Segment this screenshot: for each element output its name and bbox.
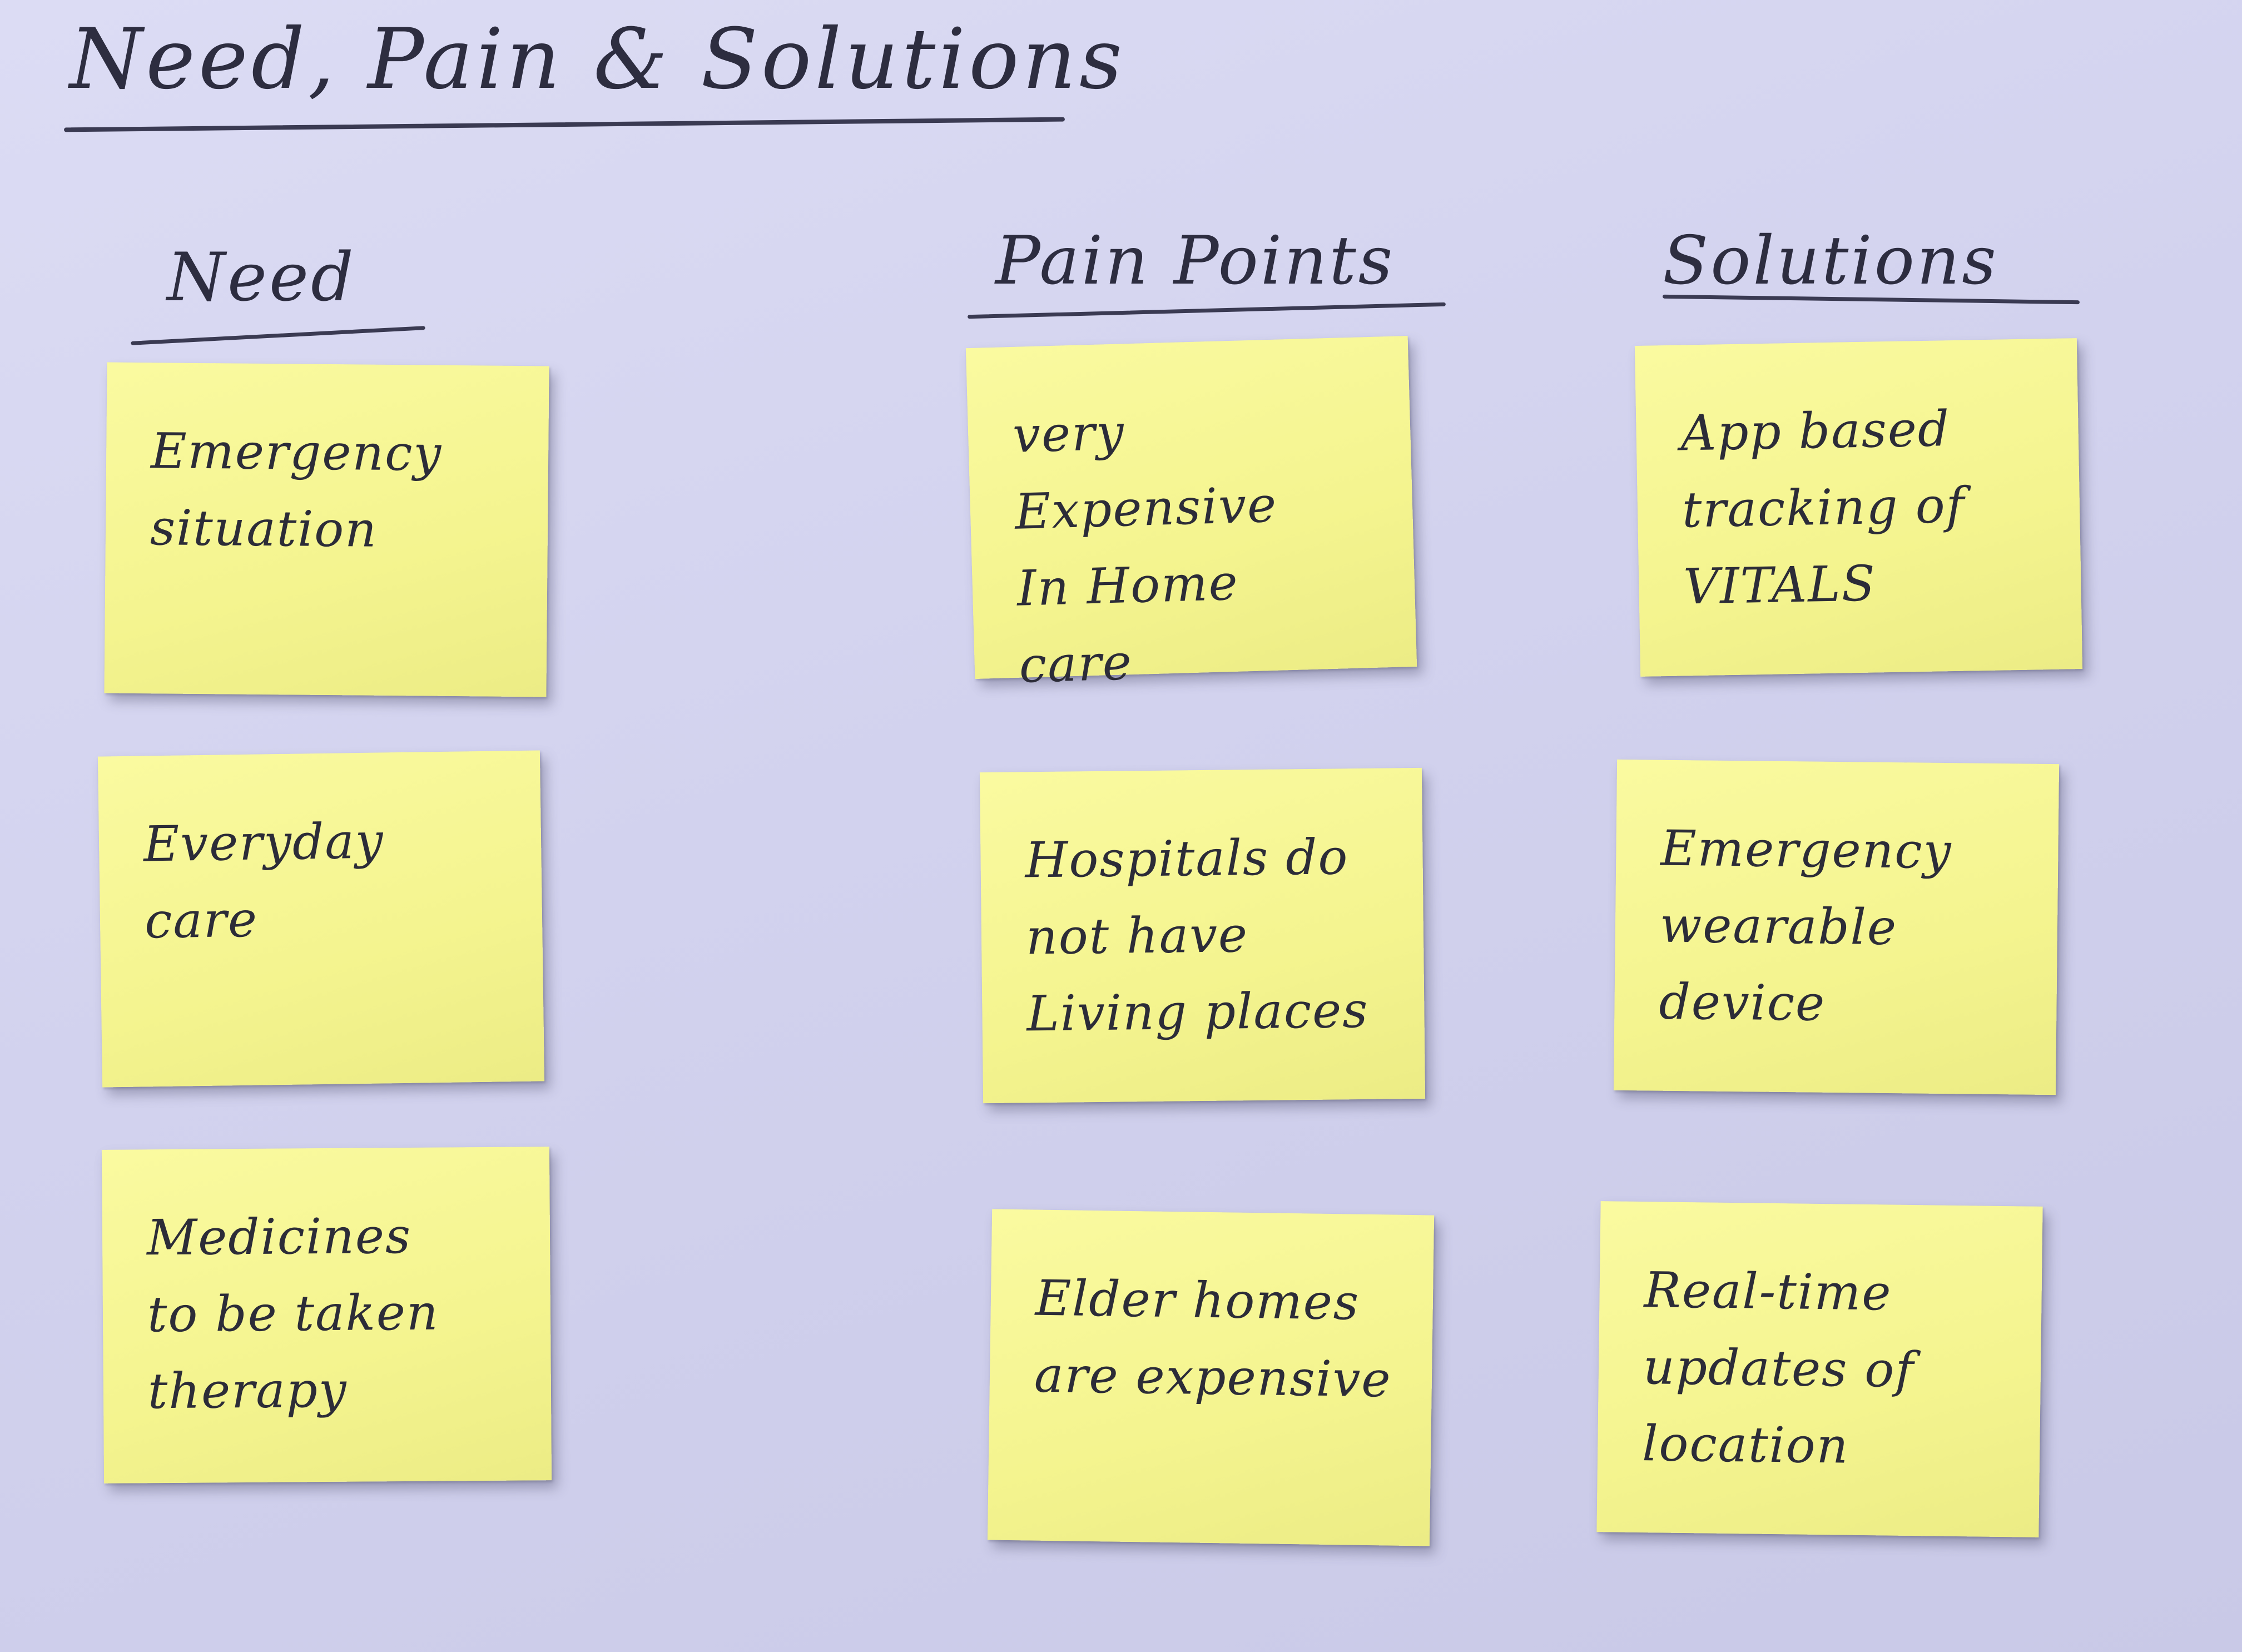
sticky-note-text: Emergency situation xyxy=(150,422,443,558)
sticky-note-solution: Real-time updates of location xyxy=(1596,1201,2043,1537)
sticky-note-text: Elder homes are expensive xyxy=(1034,1269,1392,1408)
sticky-note-text: App based tracking of VITALS xyxy=(1680,400,1966,616)
sticky-note-text: Medicines to be taken therapy xyxy=(146,1207,439,1420)
sticky-note-pain-point: Hospitals do not have Living places xyxy=(979,767,1426,1104)
sticky-note-need: Everyday care xyxy=(97,750,545,1088)
sticky-note-solution: Emergency wearable device xyxy=(1613,759,2060,1095)
sticky-note-text: very Expensive In Home care xyxy=(1011,403,1278,694)
sticky-note-need: Emergency situation xyxy=(104,362,549,697)
sticky-note-text: Emergency wearable device xyxy=(1659,819,1952,1032)
sticky-note-text: Hospitals do not have Living places xyxy=(1025,828,1369,1043)
column-header-need-underline xyxy=(131,326,425,345)
sticky-note-solution: App based tracking of VITALS xyxy=(1634,338,2083,677)
column-header-need: Need xyxy=(167,239,356,316)
sticky-note-pain-point: Elder homes are expensive xyxy=(987,1209,1435,1546)
column-header-solutions: Solutions xyxy=(1663,222,1998,300)
column-header-pain-points-underline xyxy=(968,302,1446,319)
sticky-note-need: Medicines to be taken therapy xyxy=(101,1147,552,1484)
title-underline xyxy=(64,117,1065,132)
sticky-note-text: Real-time updates of location xyxy=(1641,1261,1915,1475)
sticky-note-text: Everyday care xyxy=(143,812,385,950)
sticky-note-pain-point: very Expensive In Home care xyxy=(965,336,1417,694)
column-header-pain-points: Pain Points xyxy=(995,222,1395,300)
page-title: Need, Pain & Solutions xyxy=(70,11,1126,108)
